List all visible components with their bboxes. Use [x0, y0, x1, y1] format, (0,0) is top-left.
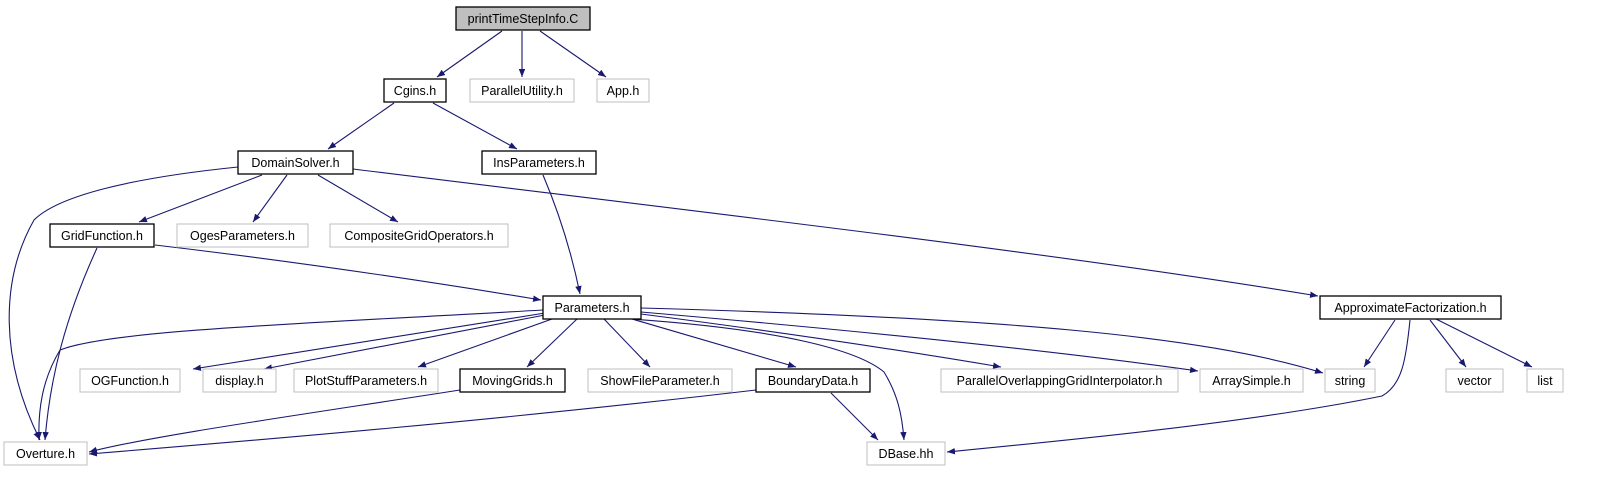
node-label: list — [1537, 374, 1553, 388]
node-showfileparameter: ShowFileParameter.h — [587, 368, 733, 393]
edge-parameters-to-string — [640, 307, 1324, 374]
node-domainsolver[interactable]: DomainSolver.h — [237, 150, 354, 175]
edge-parameters-to-ogfunction — [192, 312, 546, 371]
node-label: ParallelOverlappingGridInterpolator.h — [957, 374, 1163, 388]
node-label: GridFunction.h — [61, 229, 143, 243]
edge-approximatefactorization-to-list — [1435, 318, 1533, 368]
node-vector: vector — [1445, 368, 1504, 393]
edge-parameters-to-boundarydata — [631, 318, 797, 368]
edge-approximatefactorization-to-vector — [1429, 319, 1467, 368]
node-insparameters[interactable]: InsParameters.h — [481, 150, 597, 175]
edge-parameters-to-arraysimple — [640, 311, 1199, 374]
edge-parameters-to-dbase — [630, 318, 907, 441]
edge-boundarydata-to-dbase — [830, 392, 879, 441]
edge-domainsolver-to-approximatefactorization — [352, 168, 1319, 298]
edge-insparameters-to-parameters — [542, 174, 582, 295]
edge-parameters-to-plotstuffparameters — [417, 318, 553, 368]
node-approximatefactorization[interactable]: ApproximateFactorization.h — [1319, 295, 1502, 320]
edge-parameters-to-overture — [35, 309, 544, 441]
edge-cgins-to-insparameters — [432, 102, 518, 150]
node-string: string — [1324, 368, 1376, 393]
edge-cgins-to-domainsolver — [327, 102, 395, 150]
node-label: display.h — [215, 374, 263, 388]
node-printtimestepinfo[interactable]: printTimeStepInfo.C — [455, 6, 591, 31]
node-label: PlotStuffParameters.h — [305, 374, 427, 388]
node-paralleloverlappinggridinterpolator: ParallelOverlappingGridInterpolator.h — [940, 368, 1179, 393]
node-boundarydata[interactable]: BoundaryData.h — [755, 368, 871, 393]
node-label: Overture.h — [16, 447, 75, 461]
node-dbase: DBase.hh — [866, 441, 946, 466]
edge-printtimestepinfo-to-app — [539, 30, 607, 78]
node-label: OgesParameters.h — [190, 229, 295, 243]
edge-domainsolver-to-overture — [8, 166, 239, 441]
node-label: ParallelUtility.h — [481, 84, 563, 98]
node-label: ArraySimple.h — [1212, 374, 1291, 388]
node-label: MovingGrids.h — [472, 374, 553, 388]
node-label: DomainSolver.h — [251, 156, 339, 170]
node-cgins[interactable]: Cgins.h — [383, 78, 447, 103]
node-ogesparameters: OgesParameters.h — [176, 223, 309, 248]
edge-domainsolver-to-ogesparameters — [252, 174, 288, 223]
node-arraysimple: ArraySimple.h — [1199, 368, 1304, 393]
node-movinggrids[interactable]: MovingGrids.h — [459, 368, 566, 393]
node-label: CompositeGridOperators.h — [344, 229, 493, 243]
node-label: Cgins.h — [394, 84, 436, 98]
edge-boundarydata-to-overture — [88, 389, 757, 457]
edge-gridfunction-to-overture — [42, 247, 98, 441]
edge-parameters-to-showfileparameter — [603, 318, 651, 368]
node-gridfunction[interactable]: GridFunction.h — [49, 223, 155, 248]
node-label: BoundaryData.h — [768, 374, 858, 388]
node-label: InsParameters.h — [493, 156, 585, 170]
edge-movinggrids-to-overture — [88, 389, 461, 454]
edge-parameters-to-display — [263, 314, 546, 371]
node-label: App.h — [607, 84, 640, 98]
node-label: vector — [1457, 374, 1491, 388]
node-parallelutility: ParallelUtility.h — [469, 78, 575, 103]
node-parameters[interactable]: Parameters.h — [542, 295, 642, 320]
node-label: Parameters.h — [554, 301, 629, 315]
node-compositegridoperators: CompositeGridOperators.h — [329, 223, 509, 248]
edge-parameters-to-movinggrids — [526, 318, 578, 368]
node-label: ShowFileParameter.h — [600, 374, 720, 388]
node-label: ApproximateFactorization.h — [1334, 301, 1486, 315]
edge-domainsolver-to-compositegridoperators — [317, 174, 399, 223]
edge-approximatefactorization-to-dbase — [946, 319, 1411, 455]
node-label: string — [1335, 374, 1366, 388]
node-label: OGFunction.h — [91, 374, 169, 388]
edge-domainsolver-to-gridfunction — [138, 174, 263, 223]
node-label: DBase.hh — [879, 447, 934, 461]
node-overture: Overture.h — [3, 441, 88, 466]
node-ogfunction: OGFunction.h — [79, 368, 181, 393]
edge-parameters-to-paralleloverlappinggridinterpolator — [640, 313, 1002, 369]
node-list: list — [1526, 368, 1564, 393]
node-display: display.h — [202, 368, 277, 393]
edge-approximatefactorization-to-string — [1363, 319, 1396, 368]
node-plotstuffparameters: PlotStuffParameters.h — [293, 368, 439, 393]
edge-printtimestepinfo-to-cgins — [436, 30, 503, 78]
edge-gridfunction-to-parameters — [154, 244, 542, 302]
node-app: App.h — [596, 78, 650, 103]
node-label: printTimeStepInfo.C — [468, 12, 579, 26]
